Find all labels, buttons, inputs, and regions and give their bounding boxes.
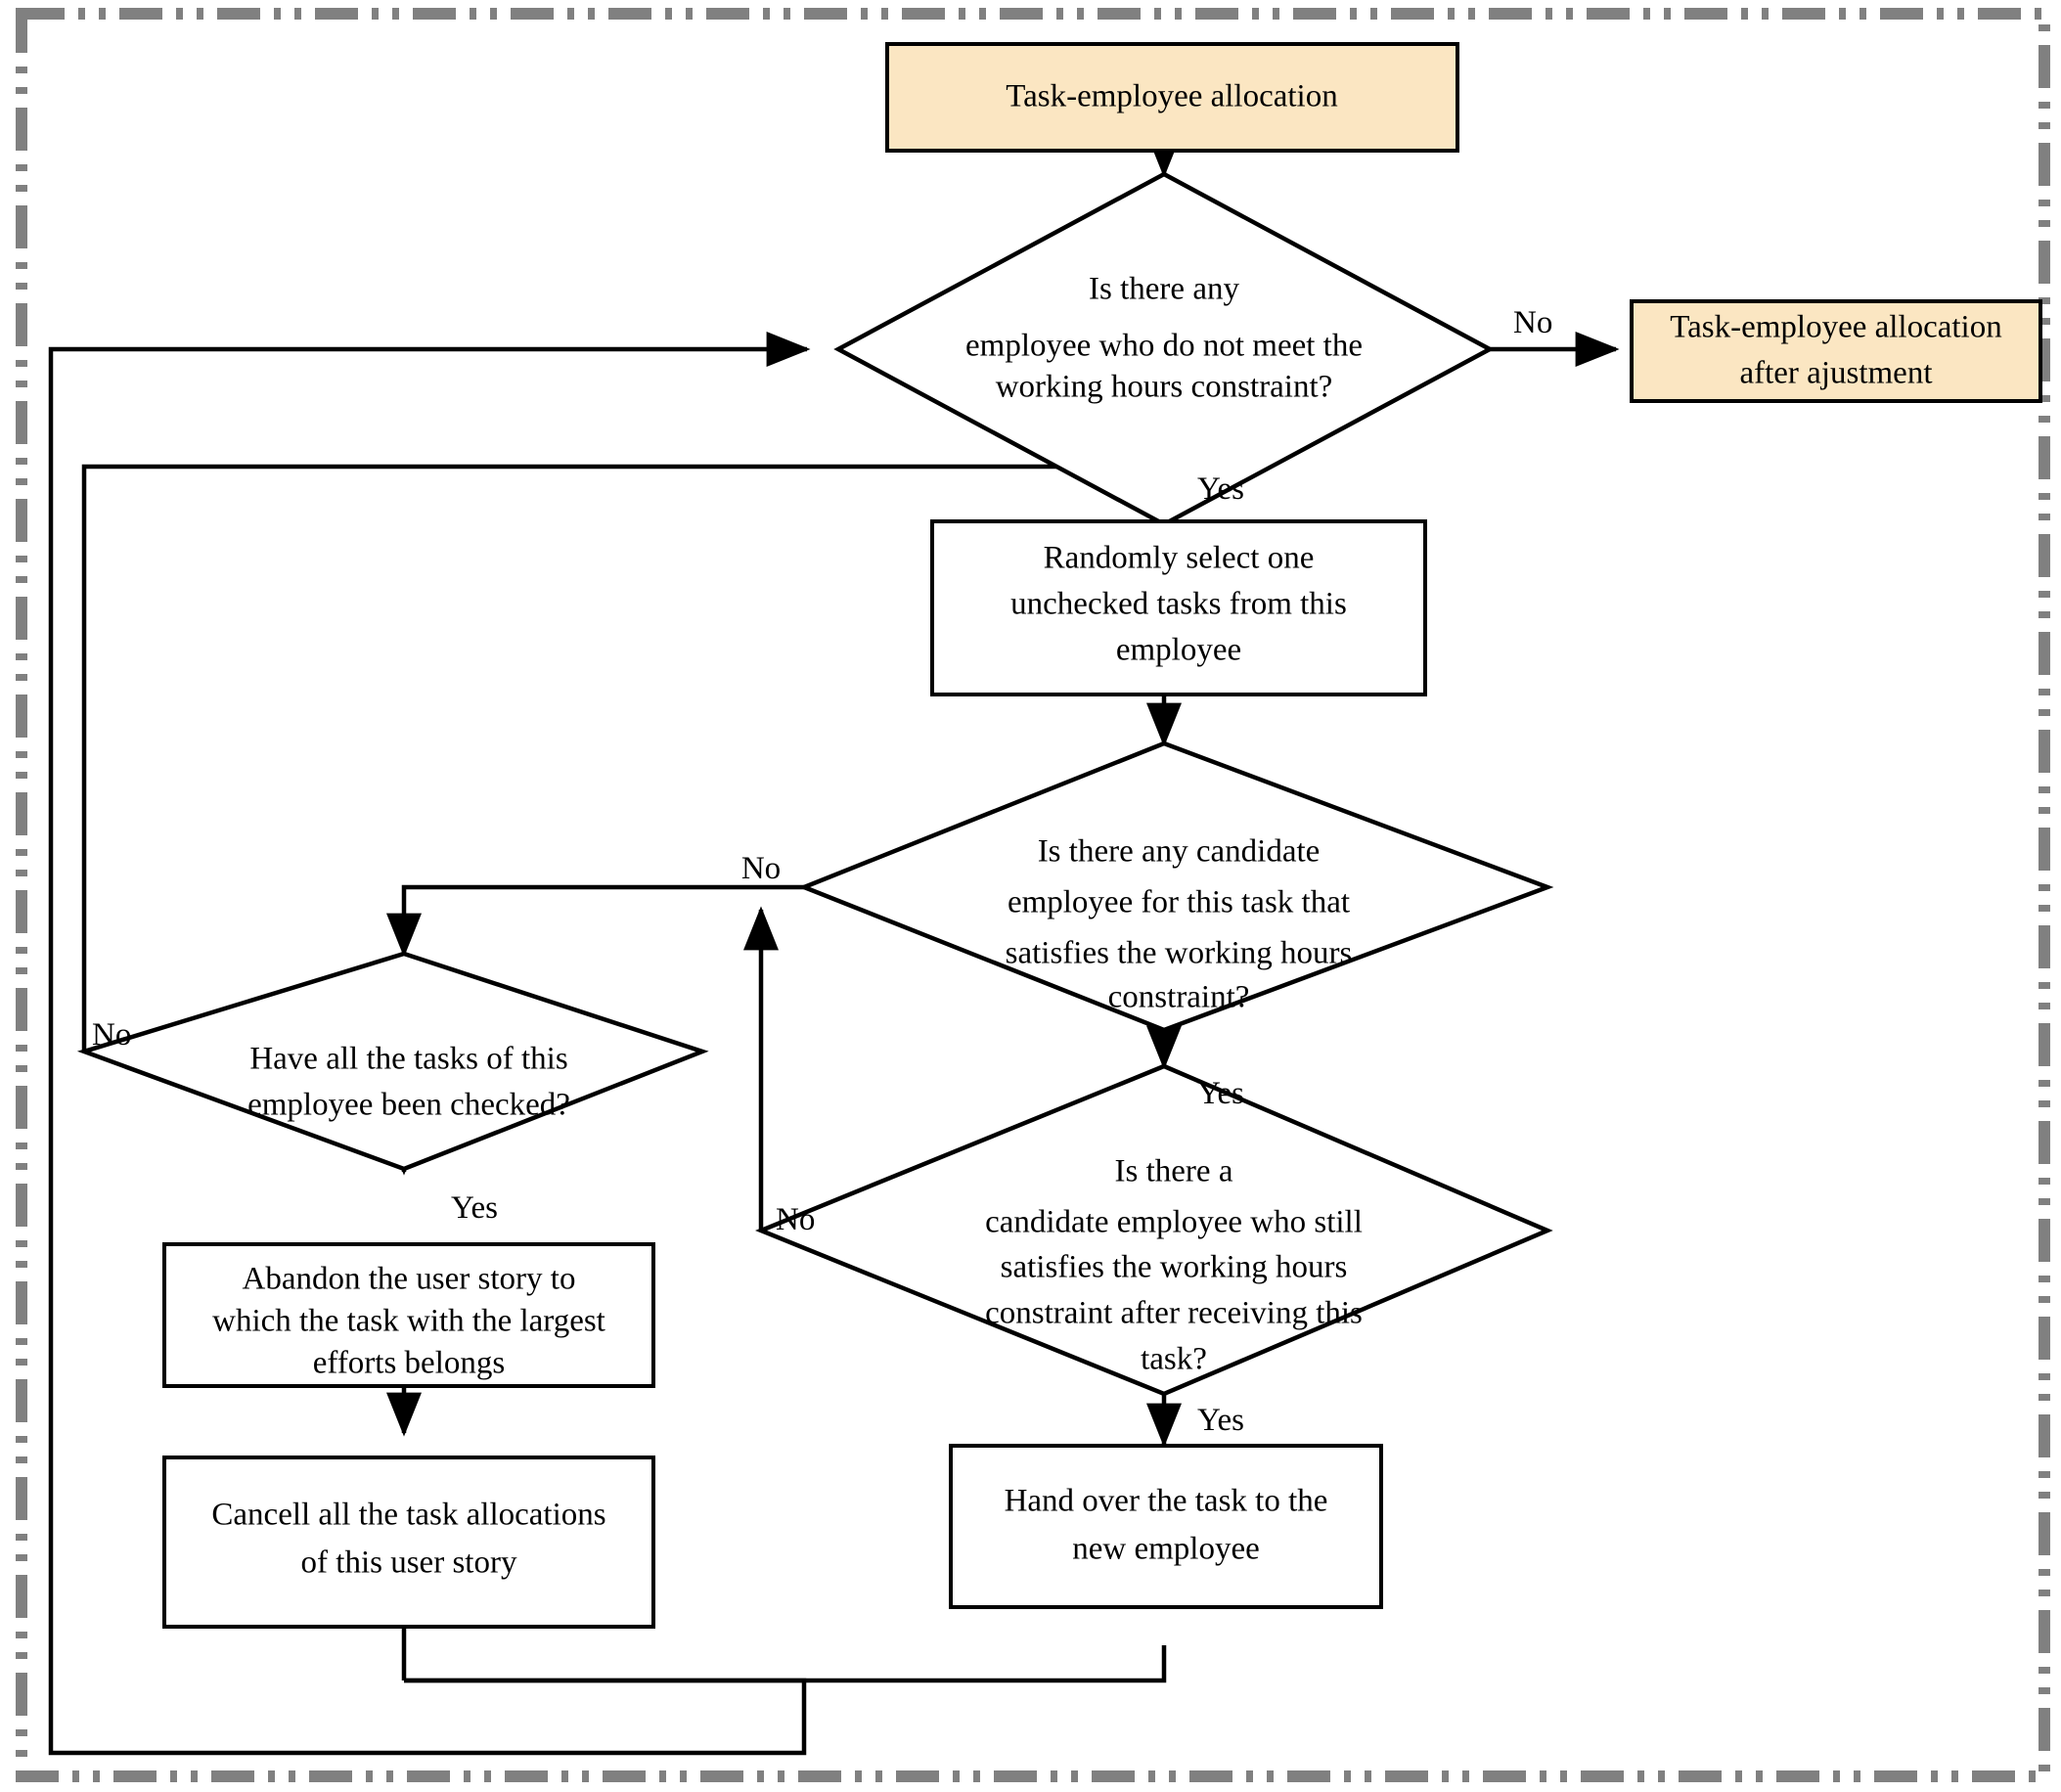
select-task-label-line-1: Randomly select one bbox=[1044, 541, 1315, 576]
edge-handover-to-bottom-return bbox=[404, 1645, 1167, 1683]
decision-candidate-label-line-1: Is there any candidate bbox=[1038, 834, 1321, 870]
edge-label-all-checked-no: No bbox=[92, 1017, 131, 1053]
select-task-box[interactable] bbox=[930, 519, 1427, 696]
end-result-label-line-2: after ajustment bbox=[1739, 356, 1932, 391]
hand-over-label-line-2: new employee bbox=[1072, 1532, 1260, 1567]
decision-all-checked-label-line-2: employee been checked? bbox=[247, 1088, 570, 1123]
node-abandon-story[interactable]: Abandon the user story to which the task… bbox=[162, 1242, 655, 1388]
outer-dashed-frame bbox=[16, 8, 2050, 1782]
decision-candidate-label-line-2: employee for this task that bbox=[1008, 885, 1350, 920]
edge-candidate-no-to-all-checked bbox=[386, 884, 804, 958]
cancel-allocations-label-line-1: Cancell all the task allocations bbox=[211, 1498, 605, 1533]
cancel-allocations-box[interactable] bbox=[162, 1456, 655, 1629]
edge-label-candidate-yes: Yes bbox=[1197, 1076, 1244, 1111]
select-task-label-line-2: unchecked tasks from this bbox=[1010, 587, 1347, 622]
decision-candidate-label-line-3: satisfies the working hours bbox=[1006, 936, 1353, 971]
edge-label-all-checked-yes: Yes bbox=[451, 1190, 498, 1226]
decision-hours-label-line-3: working hours constraint? bbox=[996, 370, 1333, 405]
hand-over-box[interactable] bbox=[949, 1444, 1383, 1609]
abandon-story-label-line-3: efforts belongs bbox=[313, 1346, 505, 1381]
node-select-task[interactable]: Randomly select one unchecked tasks from… bbox=[930, 519, 1427, 696]
abandon-story-box[interactable] bbox=[162, 1242, 655, 1388]
select-task-label-line-3: employee bbox=[1116, 633, 1241, 668]
edge-bottom-return-to-hours-decision bbox=[48, 332, 811, 1756]
start-label-line-1: Task-employee allocation bbox=[1006, 79, 1337, 114]
decision-still-label-line-2: candidate employee who still bbox=[985, 1205, 1363, 1240]
node-decision-candidate[interactable]: Is there any candidate employee for this… bbox=[797, 740, 1554, 1033]
decision-hours-label-line-1: Is there any bbox=[1089, 272, 1239, 307]
edge-label-candidate-no: No bbox=[741, 851, 781, 886]
end-result-label-line-1: Task-employee allocation bbox=[1670, 310, 2001, 345]
decision-still-label-line-1: Is there a bbox=[1115, 1154, 1233, 1189]
node-decision-still-satisfies[interactable]: Is there a candidate employee who still … bbox=[755, 1063, 1553, 1397]
node-start[interactable]: Task-employee allocation bbox=[885, 42, 1459, 153]
node-cancel-allocations[interactable]: Cancell all the task allocations of this… bbox=[162, 1456, 655, 1629]
decision-candidate-label-line-4: constraint? bbox=[1108, 980, 1250, 1015]
abandon-story-label-line-2: which the task with the largest bbox=[212, 1304, 605, 1339]
decision-all-checked-label-line-1: Have all the tasks of this bbox=[249, 1042, 567, 1077]
decision-candidate-diamond[interactable] bbox=[797, 740, 1554, 1033]
node-decision-all-checked[interactable]: Have all the tasks of this employee been… bbox=[76, 951, 709, 1172]
edge-label-still-yes: Yes bbox=[1197, 1403, 1244, 1438]
cancel-allocations-label-line-2: of this user story bbox=[301, 1546, 517, 1581]
node-hand-over[interactable]: Hand over the task to the new employee bbox=[949, 1444, 1383, 1609]
edge-all-checked-no-to-select-stem bbox=[81, 449, 1134, 1052]
decision-still-label-line-5: task? bbox=[1141, 1342, 1207, 1377]
edge-label-hours-no: No bbox=[1513, 305, 1552, 340]
abandon-story-label-line-1: Abandon the user story to bbox=[243, 1262, 576, 1297]
start-box[interactable] bbox=[885, 42, 1459, 153]
edge-label-hours-yes: Yes bbox=[1197, 471, 1244, 507]
decision-still-satisfies-diamond[interactable] bbox=[755, 1063, 1553, 1397]
decision-all-checked-diamond[interactable] bbox=[76, 951, 709, 1172]
edge-label-still-no: No bbox=[776, 1202, 815, 1237]
decision-still-label-line-4: constraint after receiving this bbox=[985, 1296, 1363, 1331]
decision-hours-label-line-2: employee who do not meet the bbox=[965, 329, 1363, 364]
node-decision-working-hours[interactable]: Is there any employee who do not meet th… bbox=[833, 171, 1495, 527]
end-result-box[interactable] bbox=[1630, 299, 2042, 403]
node-end-result[interactable]: Task-employee allocation after ajustment bbox=[1630, 299, 2042, 403]
hand-over-label-line-1: Hand over the task to the bbox=[1005, 1484, 1328, 1519]
decision-still-label-line-3: satisfies the working hours bbox=[1001, 1250, 1348, 1285]
